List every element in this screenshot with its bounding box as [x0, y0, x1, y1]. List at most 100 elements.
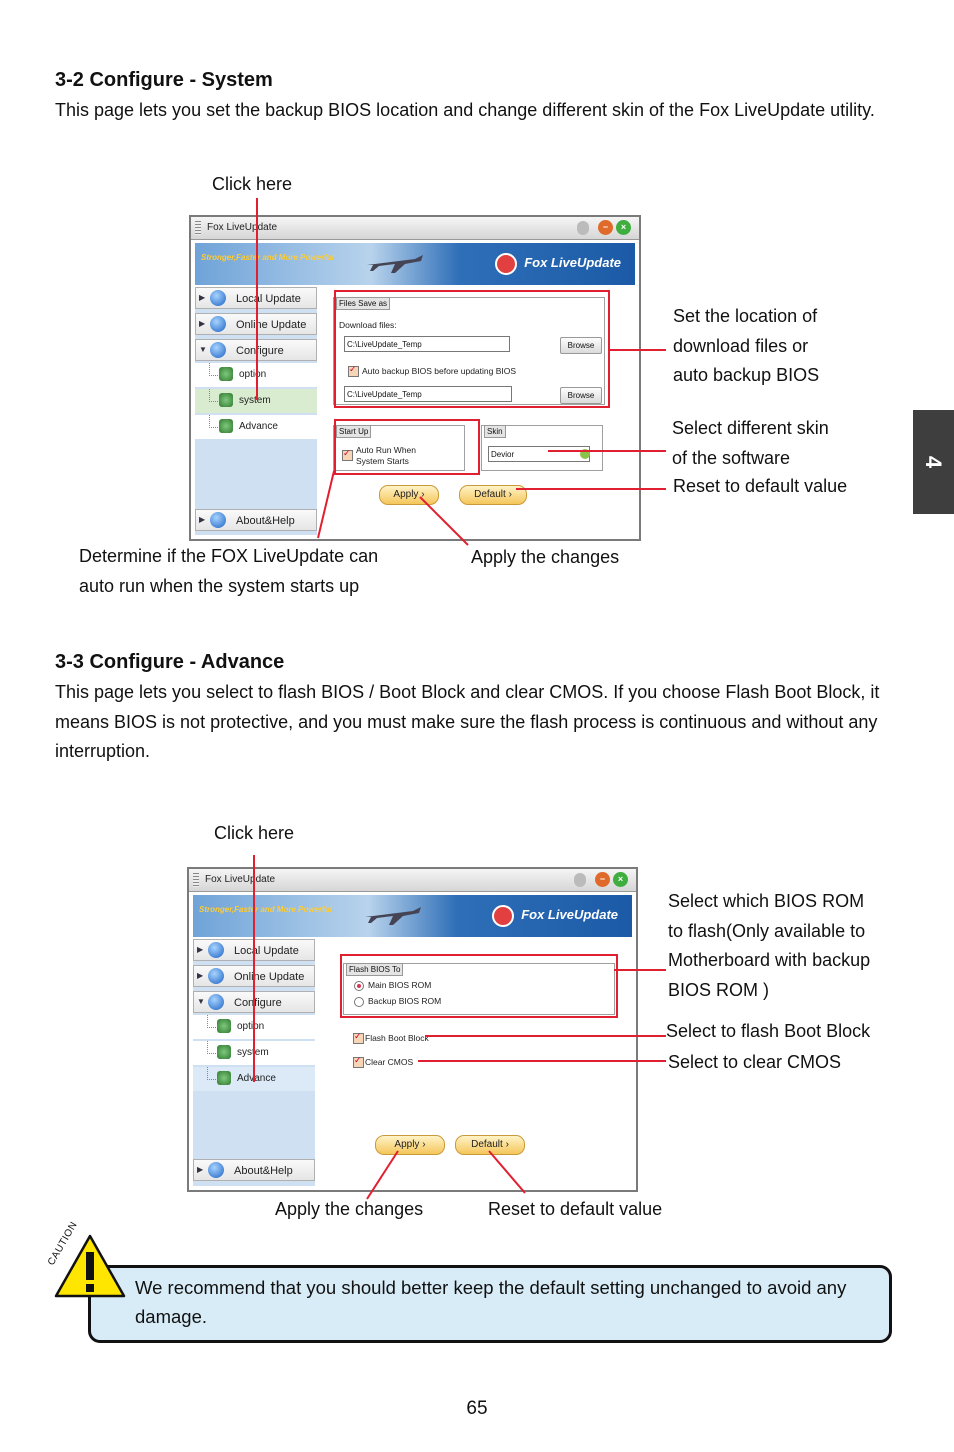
advance-icon [217, 1071, 231, 1085]
grip-icon [193, 873, 199, 887]
clear-cmos-label: Clear CMOS [365, 1057, 414, 1067]
files-save-group: Files Save as Download files: C:\LiveUpd… [333, 297, 605, 405]
download-files-label: Download files: [339, 320, 397, 330]
close-icon[interactable]: × [613, 872, 628, 887]
gear-icon [210, 342, 226, 358]
chapter-tab: 4 [913, 410, 954, 514]
flash-boot-block-label: Flash Boot Block [365, 1033, 429, 1043]
chevron-right-icon: › [508, 489, 512, 500]
annotation-reset-default: Reset to default value [673, 476, 848, 496]
flash-boot-block-checkbox[interactable] [353, 1031, 364, 1044]
annotation-click-here: Click here [214, 823, 295, 843]
default-label: Default [474, 489, 506, 500]
app-banner: Stronger,Faster and More Powerful Fox Li… [193, 895, 632, 937]
chevron-right-icon: › [422, 1139, 426, 1150]
arrow-down-icon: ▼ [199, 345, 207, 354]
minimize-icon[interactable]: − [598, 220, 613, 235]
main-rom-radio[interactable] [354, 981, 364, 991]
annotation-click-here: Click here [212, 174, 293, 194]
annotation-apply-changes: Apply the changes [471, 547, 620, 567]
sidebar-item-label: Local Update [236, 293, 301, 305]
annotation-auto-run: Determine if the FOX LiveUpdate can auto… [79, 546, 379, 596]
sidebar-item-label: Configure [234, 997, 282, 1009]
sidebar-item-about-help[interactable]: ▶ About&Help [193, 1159, 315, 1181]
sidebar-item-label: Local Update [234, 945, 299, 957]
browse-button[interactable]: Browse [560, 337, 602, 354]
app-banner: Stronger,Faster and More Powerful Fox Li… [195, 243, 635, 285]
slogan: Stronger,Faster and More Powerful [199, 905, 332, 914]
globe-icon [210, 316, 226, 332]
highlight-flash-bios [340, 954, 618, 1018]
grip-icon [195, 221, 201, 235]
group-title: Start Up [336, 425, 372, 438]
sidebar-item-label: About&Help [234, 1165, 293, 1177]
default-button[interactable]: Default › [455, 1135, 525, 1155]
highlight-start-up [334, 419, 480, 475]
sidebar-item-about-help[interactable]: ▶ About&Help [195, 509, 317, 531]
group-title: Files Save as [336, 297, 391, 310]
flash-bios-group: Flash BIOS To Main BIOS ROM Backup BIOS … [343, 963, 615, 1015]
apply-label: Apply [394, 1139, 420, 1150]
download-path-input[interactable]: C:\LiveUpdate_Temp [344, 336, 510, 352]
chevron-right-icon: › [505, 1139, 509, 1150]
auto-run-checkbox[interactable] [342, 448, 353, 461]
option-icon [219, 367, 233, 381]
chevron-down-icon[interactable] [580, 449, 590, 459]
airplane-icon [367, 255, 423, 273]
help-icon [210, 512, 226, 528]
annotation-reset-default: Reset to default value [488, 1199, 663, 1219]
page-number: 65 [466, 1398, 488, 1419]
browse-button[interactable]: Browse [560, 387, 602, 404]
leader-line [317, 470, 335, 539]
default-button[interactable]: Default › [459, 485, 527, 505]
advance-icon [219, 419, 233, 433]
arrow-right-icon: ▶ [197, 1165, 204, 1174]
annotation-apply-changes: Apply the changes [275, 1199, 424, 1219]
airplane-icon [365, 907, 421, 925]
window-title: Fox LiveUpdate [207, 222, 278, 233]
arrow-right-icon: ▶ [197, 971, 204, 980]
arrow-right-icon: ▶ [199, 515, 206, 524]
option-icon [217, 1019, 231, 1033]
sidebar-subitem-advance[interactable]: Advance [195, 415, 317, 439]
chevron-right-icon: › [421, 489, 425, 500]
backup-path-input[interactable]: C:\LiveUpdate_Temp [344, 386, 512, 402]
arrow-right-icon: ▶ [197, 945, 204, 954]
scroll-icon [574, 873, 586, 887]
system-icon [219, 393, 233, 407]
minimize-icon[interactable]: − [595, 872, 610, 887]
sidebar-item-label: option [237, 1021, 265, 1032]
slogan: Stronger,Faster and More Powerful [201, 253, 334, 262]
auto-backup-checkbox[interactable] [348, 364, 359, 377]
fox-logo-icon [495, 253, 517, 275]
caution-text: We recommend that you should better keep… [135, 1277, 847, 1327]
sidebar-item-label: system [239, 395, 271, 406]
title-bar: Fox LiveUpdate − × [191, 217, 639, 240]
auto-run-label: Auto Run When [356, 445, 417, 455]
gear-icon [208, 994, 224, 1010]
scroll-icon [577, 221, 589, 235]
window-title: Fox LiveUpdate [205, 874, 276, 885]
sidebar-item-label: Online Update [236, 319, 307, 331]
arrow-right-icon: ▶ [199, 293, 206, 302]
sidebar-item-label: Online Update [234, 971, 305, 983]
arrow-down-icon: ▼ [197, 997, 205, 1006]
leader-line [419, 496, 469, 546]
auto-run-label: System Starts [356, 456, 409, 466]
brand-name: Fox LiveUpdate [524, 255, 621, 270]
brand-name: Fox LiveUpdate [521, 907, 618, 922]
apply-button[interactable]: Apply › [375, 1135, 445, 1155]
section-paragraph-advance: This page lets you select to flash BIOS … [55, 682, 880, 761]
annotation-select-skin: Select different skin of the software [672, 418, 829, 468]
backup-rom-radio[interactable] [354, 997, 364, 1007]
clear-cmos-checkbox[interactable] [353, 1055, 364, 1068]
title-bar: Fox LiveUpdate − × [189, 869, 636, 892]
auto-backup-label: Auto backup BIOS before updating BIOS [362, 366, 517, 376]
annotation-set-location: Set the location of download files or au… [673, 306, 820, 385]
close-icon[interactable]: × [616, 220, 631, 235]
annotation-select-rom: Select which BIOS ROM to flash(Only avai… [668, 891, 871, 1000]
section-paragraph-system: This page lets you set the backup BIOS l… [55, 100, 875, 120]
system-icon [217, 1045, 231, 1059]
annotation-clear-cmos: Select to clear CMOS [668, 1052, 842, 1072]
